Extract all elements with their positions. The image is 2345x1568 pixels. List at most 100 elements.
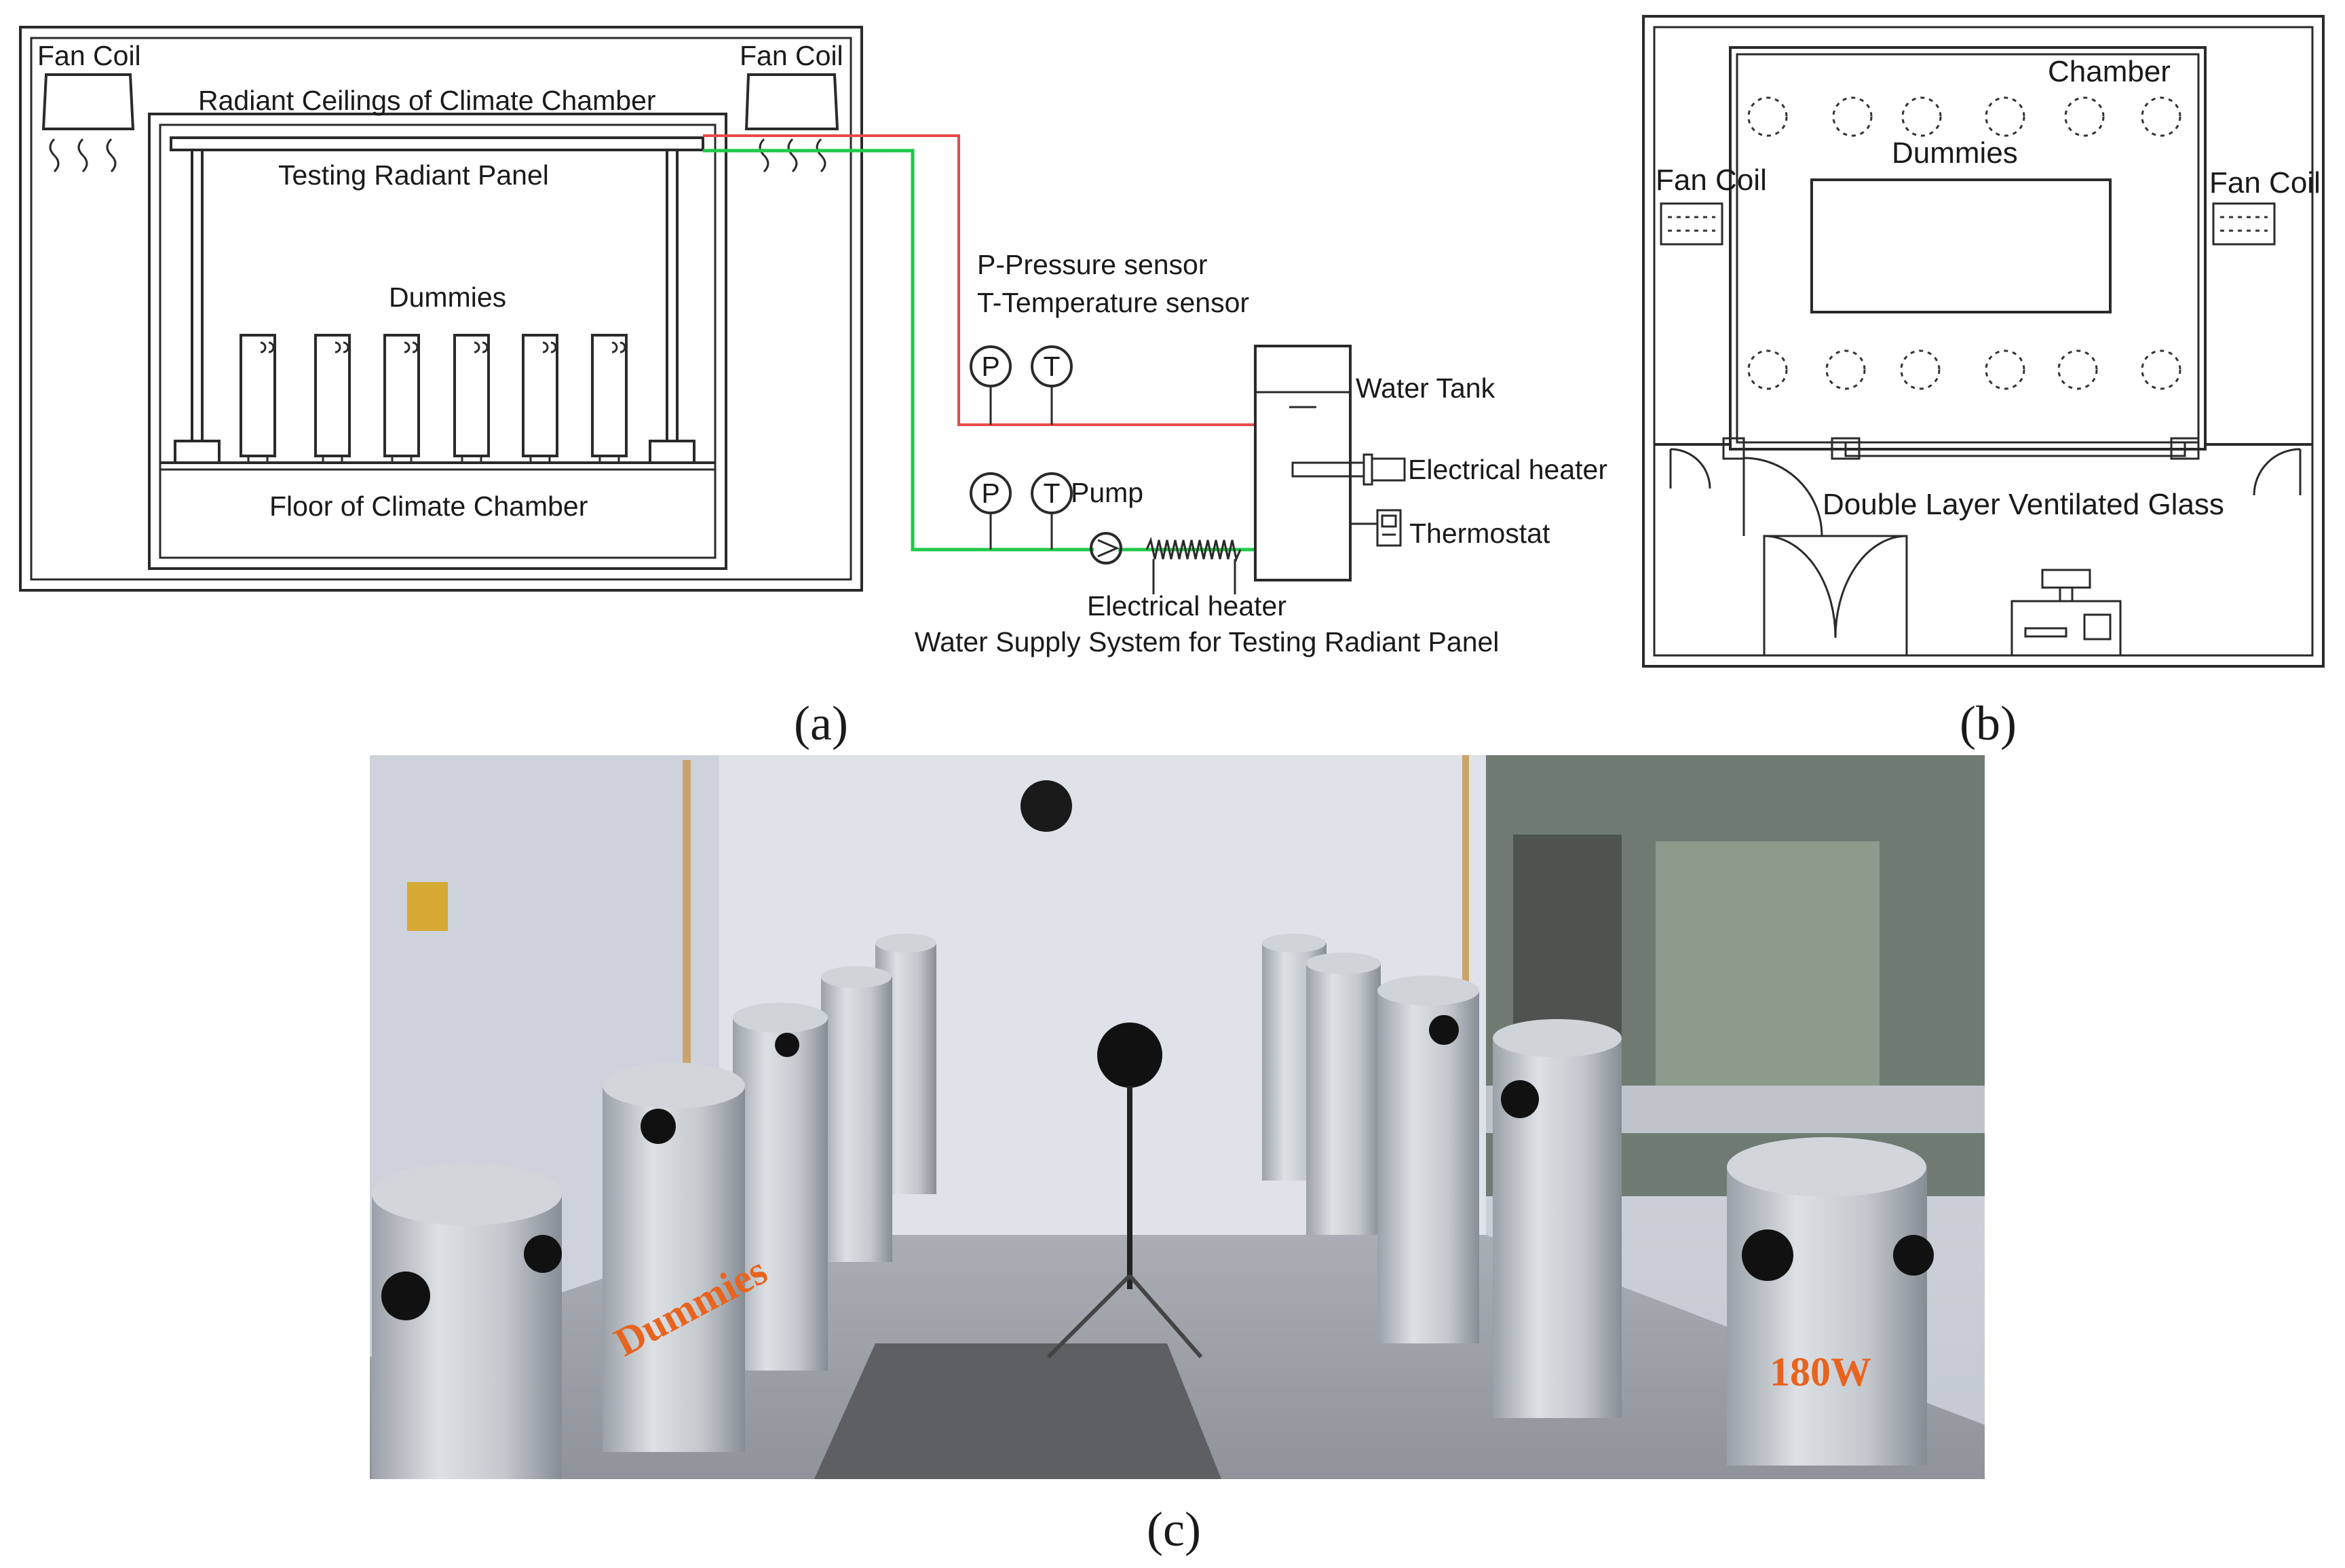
floor-label: Floor of Climate Chamber: [269, 491, 588, 522]
dummy-circle-top-6: [2141, 96, 2181, 137]
panel-b-inner-frame: [1653, 26, 2314, 657]
glass-wall: [1844, 441, 2186, 457]
thermostat-icon: [1350, 509, 1402, 547]
panel-a-inner-frame: [30, 37, 852, 581]
thermostat-label: Thermostat: [1409, 518, 1550, 549]
temperature-sensor-lower: [1031, 472, 1073, 550]
panel-c-caption: (c): [1147, 1502, 1201, 1556]
fan-coil-left-unit: [41, 73, 135, 130]
panel-b-floorplan: Chamber Dummies Fan Coil Fan Coil Double…: [1642, 15, 2325, 750]
door-small-left: [1669, 448, 1711, 489]
dummy-circles-bottom: [1747, 349, 2181, 390]
glass-wall-frame-right: [2170, 437, 2200, 460]
dummy-circle-bottom-3: [1900, 349, 1941, 390]
dummy-circle-bottom-6: [2141, 349, 2181, 390]
photo-dummy-cylinder-front-3: [1727, 1137, 1934, 1466]
photo-tripod-leg-1: [1046, 1274, 1132, 1359]
dummy-circle-bottom-4: [1985, 349, 2025, 390]
dummy-circle-top-2: [1832, 96, 1873, 137]
dummy-a-3: [383, 334, 420, 464]
photo-wall-sensor-1: [1021, 780, 1072, 832]
fan-coil-left-unit-b: [1660, 202, 1723, 246]
dummy-a-2: [314, 334, 351, 464]
right-post-base: [649, 440, 695, 464]
dummy-a-6: [591, 334, 628, 464]
legend-pressure: P-Pressure sensor: [977, 249, 1208, 280]
tank-heater-icon: [1291, 453, 1406, 486]
photo-tripod-leg-2: [1128, 1274, 1203, 1358]
testing-panel-label: Testing Radiant Panel: [278, 159, 549, 191]
panel-a-caption: (a): [794, 696, 848, 750]
dummy-circle-bottom-2: [1825, 349, 1866, 390]
temperature-sensor-upper-label: T: [1043, 351, 1060, 382]
photo-dummy-cylinder-mid-1: [733, 1003, 828, 1371]
photo-globe-thermometer: [1097, 1022, 1162, 1088]
pressure-sensor-lower-label: P: [981, 478, 999, 509]
photo-dummy-cylinder-front-2: [372, 1163, 562, 1479]
photo-yellow-tag: [407, 882, 448, 931]
temperature-sensor-upper: [1031, 345, 1073, 425]
chamber-outline-outer: [1729, 46, 2207, 451]
photo-dummy-cylinder-mid-2: [1377, 976, 1479, 1343]
dummy-circle-bottom-5: [2057, 349, 2098, 390]
airflow-left-icon: [49, 138, 117, 173]
fan-coil-right-unit-b: [2212, 202, 2276, 246]
dummy-a-1: [240, 334, 276, 464]
pressure-sensor-lower: [970, 472, 1012, 550]
double-door: [1763, 535, 1908, 657]
photo-dummy-cylinder-mid-3: [1493, 1019, 1622, 1418]
climate-chamber-inner: [159, 123, 717, 559]
photo-floor-mat: [814, 1343, 1221, 1479]
pipe-heater-label: Electrical heater: [1087, 590, 1286, 622]
panel-a-schematic: P T P T: [19, 26, 1607, 750]
chamber-outline-inner: [1736, 53, 2200, 444]
left-post-base: [174, 440, 221, 464]
dummy-circles-top: [1747, 96, 2181, 137]
dummies-row-a: [240, 334, 628, 464]
fan-coil-right-unit: [744, 73, 839, 130]
dummy-circle-top-4: [1985, 96, 2025, 137]
pressure-sensor-upper-label: P: [981, 351, 999, 382]
testing-radiant-panel-bar: [170, 136, 704, 151]
photo-label-power: 180W: [1770, 1350, 1871, 1394]
pump-label: Pump: [1071, 477, 1143, 508]
water-tank-label: Water Tank: [1356, 372, 1495, 404]
tank-heater-label: Electrical heater: [1408, 454, 1607, 485]
glass-wall-frame-left: [1831, 437, 1861, 460]
supply-pipe-red: [703, 134, 1255, 426]
desk-monitor-icon: [2010, 569, 2122, 657]
photo-dummy-cylinder-back-4: [1306, 953, 1381, 1235]
center-table: [1810, 178, 2112, 313]
photo-dummy-cylinder-back-2: [821, 966, 892, 1262]
chamber-label: Chamber: [2048, 55, 2171, 88]
fan-coil-left-label: Fan Coil: [37, 40, 141, 71]
dummy-a-4: [453, 334, 490, 464]
panel-a-outer-frame: [19, 26, 863, 592]
water-supply-system-label: Water Supply System for Testing Radiant …: [915, 626, 1499, 657]
fan-coil-left-label-b: Fan Coil: [1656, 164, 1767, 197]
glass-label: Double Layer Ventilated Glass: [1823, 488, 2224, 521]
radiant-ceilings-label: Radiant Ceilings of Climate Chamber: [198, 85, 656, 116]
return-pipe-green: [703, 149, 1094, 552]
wall-stub-left: [1722, 437, 1745, 460]
photo-dummy-cylinder-front-1: [603, 1063, 745, 1452]
legend-temperature: T-Temperature sensor: [977, 287, 1249, 318]
fan-coil-right-label-b: Fan Coil: [2209, 166, 2321, 199]
airflow-right-icon: [759, 138, 826, 173]
pump-icon: [1090, 532, 1122, 565]
panel-b-caption: (b): [1960, 696, 2017, 750]
door-chamber: [1742, 457, 1823, 537]
panel-b-outer-frame: [1642, 15, 2325, 668]
dummy-a-5: [522, 334, 558, 464]
photo-window-cabinet: [1656, 841, 1880, 1113]
dummy-circle-top-5: [2064, 96, 2105, 137]
panel-c-photo: Dummies 180W: [370, 755, 1985, 1479]
temperature-sensor-lower-label: T: [1043, 478, 1060, 509]
dummies-label-b: Dummies: [1892, 136, 2018, 170]
fan-coil-right-label: Fan Coil: [740, 40, 843, 71]
door-right-swing: [2253, 448, 2302, 496]
dummies-label-a: Dummies: [389, 282, 506, 313]
pressure-sensor-upper: [970, 345, 1012, 425]
dummy-circle-bottom-1: [1747, 349, 1788, 390]
